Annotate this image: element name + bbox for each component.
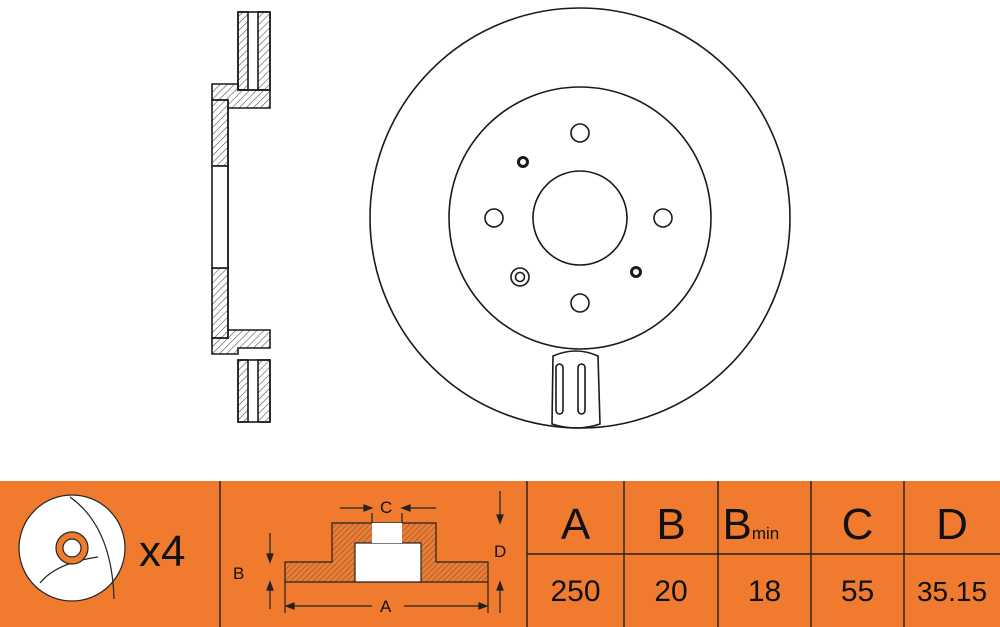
section-hub-wall-bottom [211, 267, 229, 339]
spec-strip: x4 C B D A A 250 B 20 Bmin 18 C [0, 481, 1000, 627]
bolt-hole-inner [62, 538, 82, 558]
hub-circle [448, 86, 712, 350]
vent-cutaway [551, 350, 601, 429]
screw-hole-lower-left [510, 267, 530, 287]
dim-header-bmin: Bmin [723, 500, 780, 549]
dim-value-a: 250 [550, 575, 600, 608]
section-cheek-top-left [237, 11, 249, 91]
bolt-pattern-cell: x4 [18, 494, 185, 602]
dimension-table: A 250 B 20 Bmin 18 C 55 D 35.15 [550, 481, 987, 627]
section-hub-face [211, 165, 229, 269]
dim-header-d: D [936, 500, 968, 549]
dim-value-c: 55 [841, 575, 874, 608]
section-cheek-bottom-left [237, 359, 249, 423]
dim-header-a: A [561, 500, 591, 549]
bolt-hole-top [570, 123, 590, 143]
profile-bore-gap [372, 523, 402, 543]
profile-label-a: A [380, 597, 392, 616]
section-cheek-top-right [257, 11, 271, 91]
vent-slot-right [577, 363, 586, 415]
profile-label-d: D [494, 542, 506, 561]
bolt-count-label: x4 [139, 527, 185, 576]
section-hub-wall-top [211, 99, 229, 167]
profile-label-b: B [233, 564, 244, 583]
bolt-hole-left [484, 208, 504, 228]
dim-value-d: 35.15 [917, 576, 987, 607]
dim-value-bmin: 18 [748, 575, 781, 608]
disc-cross-section [211, 11, 271, 423]
brake-disc-drawing [211, 7, 791, 429]
dim-header-b: B [656, 500, 685, 549]
section-cheek-bottom-right [257, 359, 271, 423]
vent-slot-left [555, 363, 564, 415]
profile-hub-cavity [354, 542, 422, 583]
pin-hole-upper-left [517, 156, 529, 168]
bolt-hole-bottom [570, 293, 590, 313]
profile-label-c: C [380, 498, 392, 517]
profile-diagram-cell [266, 491, 504, 613]
disc-front-view [369, 7, 791, 429]
center-bore [532, 170, 628, 266]
screw-hole-inner [514, 271, 526, 283]
pin-hole-lower-right [630, 266, 642, 278]
bolt-washer-arc-inner [39, 556, 99, 584]
dim-value-b: 20 [654, 575, 687, 608]
bolt-washer-arc [69, 496, 115, 600]
dim-header-c: C [842, 500, 874, 549]
bolt-hole-right [653, 208, 673, 228]
dim-header-subscript: min [752, 524, 779, 543]
